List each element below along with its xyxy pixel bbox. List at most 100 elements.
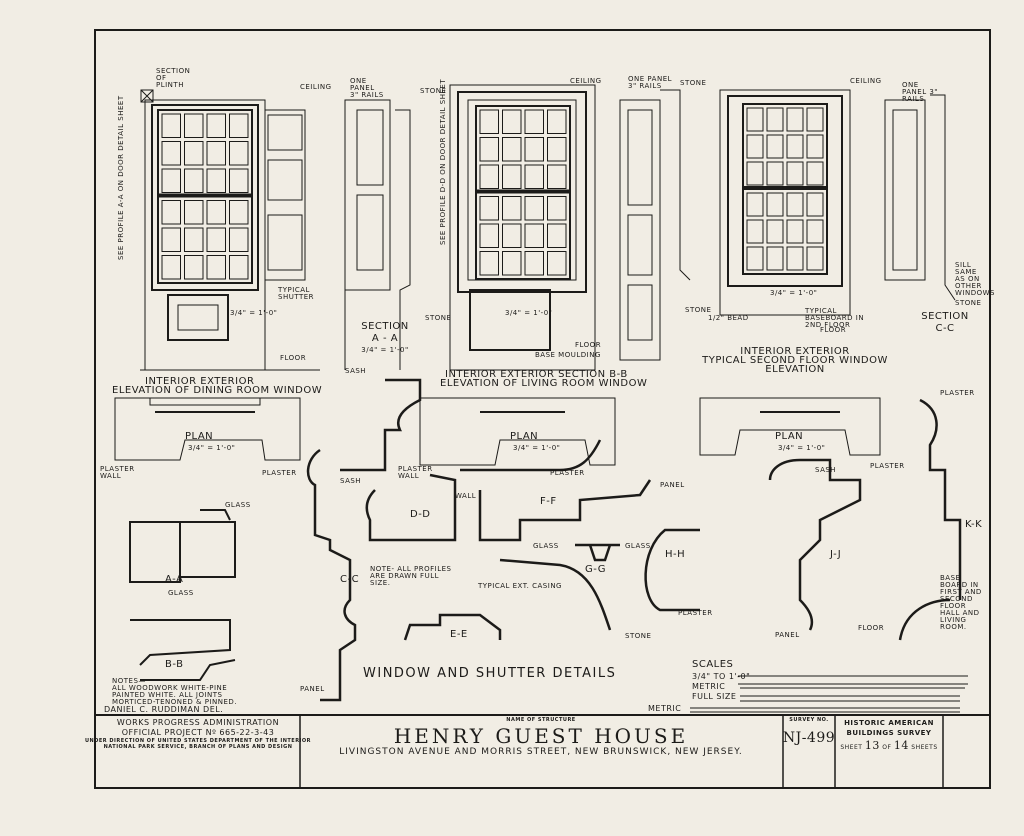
label-plan-living-scale: 3/4" = 1'-0" bbox=[513, 444, 561, 452]
window-pane bbox=[206, 255, 226, 280]
label-section-aa: SECTION bbox=[361, 321, 409, 332]
window-pane bbox=[547, 251, 567, 276]
notes-line: PAINTED WHITE. ALL JOINTS bbox=[112, 691, 223, 699]
label-stone: STONE bbox=[685, 306, 712, 314]
label-scale-living: 3/4" = 1'-0" bbox=[505, 309, 553, 317]
scale-label: METRIC bbox=[692, 682, 726, 691]
window-pane bbox=[766, 161, 784, 186]
label-profile-jj: J-J bbox=[830, 549, 842, 560]
label-glass: GLASS bbox=[533, 542, 559, 550]
label-panel: PANEL bbox=[300, 685, 325, 693]
window-pane bbox=[786, 219, 804, 244]
label-glass: GLASS bbox=[625, 542, 651, 550]
window-pane bbox=[547, 196, 567, 221]
window-pane bbox=[806, 192, 824, 217]
label-profile-gg: G-G bbox=[585, 564, 606, 575]
scales-heading: SCALES bbox=[692, 659, 734, 670]
second-title-line3: ELEVATION bbox=[765, 364, 825, 375]
label-sash: SASH bbox=[815, 466, 837, 474]
window-pane bbox=[161, 141, 181, 166]
scale-label: 3/4" TO 1'-0" bbox=[692, 672, 751, 681]
window-pane bbox=[479, 137, 499, 162]
window-pane bbox=[502, 251, 522, 276]
label-profile-cc: C-C bbox=[340, 574, 360, 585]
window-pane bbox=[746, 161, 764, 186]
plan-dining bbox=[114, 397, 301, 461]
second-title-line1: INTERIOR EXTERIOR bbox=[740, 346, 850, 357]
label-plan-second-scale: 3/4" = 1'-0" bbox=[778, 444, 826, 452]
label-plaster: PLASTER bbox=[940, 389, 975, 397]
sheet-word: SHEET bbox=[840, 744, 863, 751]
label-stone: STONE bbox=[625, 632, 652, 640]
window-pane bbox=[479, 164, 499, 189]
plan-second bbox=[699, 397, 881, 456]
window-pane bbox=[206, 227, 226, 252]
window-pane bbox=[742, 103, 828, 188]
label-note-profiles: NOTE- ALL PROFILES ARE DRAWN FULL SIZE. bbox=[370, 565, 452, 587]
window-pane bbox=[766, 134, 784, 159]
sheet-border bbox=[94, 29, 991, 789]
label-floor: FLOOR bbox=[575, 341, 602, 349]
window-pane bbox=[786, 161, 804, 186]
sheet-title: WINDOW AND SHUTTER DETAILS bbox=[363, 666, 617, 681]
window-pane bbox=[502, 137, 522, 162]
window-pane bbox=[479, 251, 499, 276]
window-pane bbox=[786, 246, 804, 271]
notes-heading: NOTES— bbox=[112, 677, 146, 685]
full-size-profiles bbox=[306, 378, 962, 702]
second-title-line2: TYPICAL SECOND FLOOR WINDOW bbox=[702, 355, 888, 366]
label-plan-living: PLAN bbox=[510, 431, 539, 442]
dining-title-line2: ELEVATION OF DINING ROOM WINDOW bbox=[112, 385, 323, 396]
window-pane bbox=[184, 227, 204, 252]
label-floor: FLOOR bbox=[820, 326, 847, 334]
window-pane bbox=[742, 188, 828, 275]
label-stone: STONE bbox=[420, 87, 447, 95]
window-pane bbox=[161, 168, 181, 193]
label-scale-second: 3/4" = 1'-0" bbox=[770, 289, 818, 297]
window-pane bbox=[806, 219, 824, 244]
habs-line1: HISTORIC AMERICAN bbox=[844, 719, 934, 727]
label-panel: PANEL bbox=[660, 481, 685, 489]
living-title-line1: INTERIOR EXTERIOR SECTION B-B bbox=[445, 369, 628, 380]
window-pane bbox=[502, 223, 522, 248]
label-profile-ee: E-E bbox=[450, 629, 468, 640]
structure-location: LIVINGSTON AVENUE AND MORRIS STREET, NEW… bbox=[339, 747, 743, 757]
window-pane bbox=[161, 200, 181, 225]
label-plan-dining-scale: 3/4" = 1'-0" bbox=[188, 444, 236, 452]
label-plan-second: PLAN bbox=[775, 431, 804, 442]
window-pane bbox=[157, 195, 253, 284]
of-word: OF bbox=[882, 744, 892, 751]
label-section-cc-letters: C-C bbox=[935, 323, 955, 334]
label-typical-baseboard: TYPICAL BASEBOARD IN 2ND FLOOR bbox=[805, 307, 865, 329]
window-pane bbox=[806, 134, 824, 159]
label-ceiling: CEILING bbox=[300, 83, 332, 91]
window-pane bbox=[766, 219, 784, 244]
plan-living bbox=[419, 397, 616, 466]
label-one-panel: ONE PANEL 3" RAILS bbox=[350, 77, 384, 99]
window-pane bbox=[786, 107, 804, 132]
scale-label: FULL SIZE bbox=[692, 692, 737, 701]
window-pane bbox=[475, 191, 571, 280]
sheets-word: SHEETS bbox=[911, 744, 938, 751]
label-wall: WALL bbox=[455, 492, 477, 500]
label-glass: GLASS bbox=[225, 501, 251, 509]
window-pane bbox=[746, 219, 764, 244]
sheet-number: 13 bbox=[864, 739, 880, 752]
window-pane bbox=[161, 255, 181, 280]
scale-label: METRIC bbox=[648, 704, 682, 713]
window-pane bbox=[229, 255, 249, 280]
label-profile-ff: F-F bbox=[540, 496, 557, 507]
delineator: DANIEL C. RUDDIMAN DEL. bbox=[104, 705, 224, 714]
label-glass: GLASS bbox=[168, 589, 194, 597]
dining-room-window-elevation bbox=[140, 89, 320, 371]
label-sash: SASH bbox=[345, 367, 367, 375]
window-pane bbox=[229, 168, 249, 193]
window-pane bbox=[524, 251, 544, 276]
habs-line2: BUILDINGS SURVEY bbox=[846, 729, 932, 737]
living-room-window-elevation bbox=[449, 84, 691, 371]
label-plaster: PLASTER bbox=[870, 462, 905, 470]
notes-line: MORTICED-TENONED & PINNED. bbox=[112, 698, 238, 706]
window-pane bbox=[502, 164, 522, 189]
window-pane bbox=[229, 141, 249, 166]
label-plaster-wall: PLASTER WALL bbox=[100, 465, 135, 480]
